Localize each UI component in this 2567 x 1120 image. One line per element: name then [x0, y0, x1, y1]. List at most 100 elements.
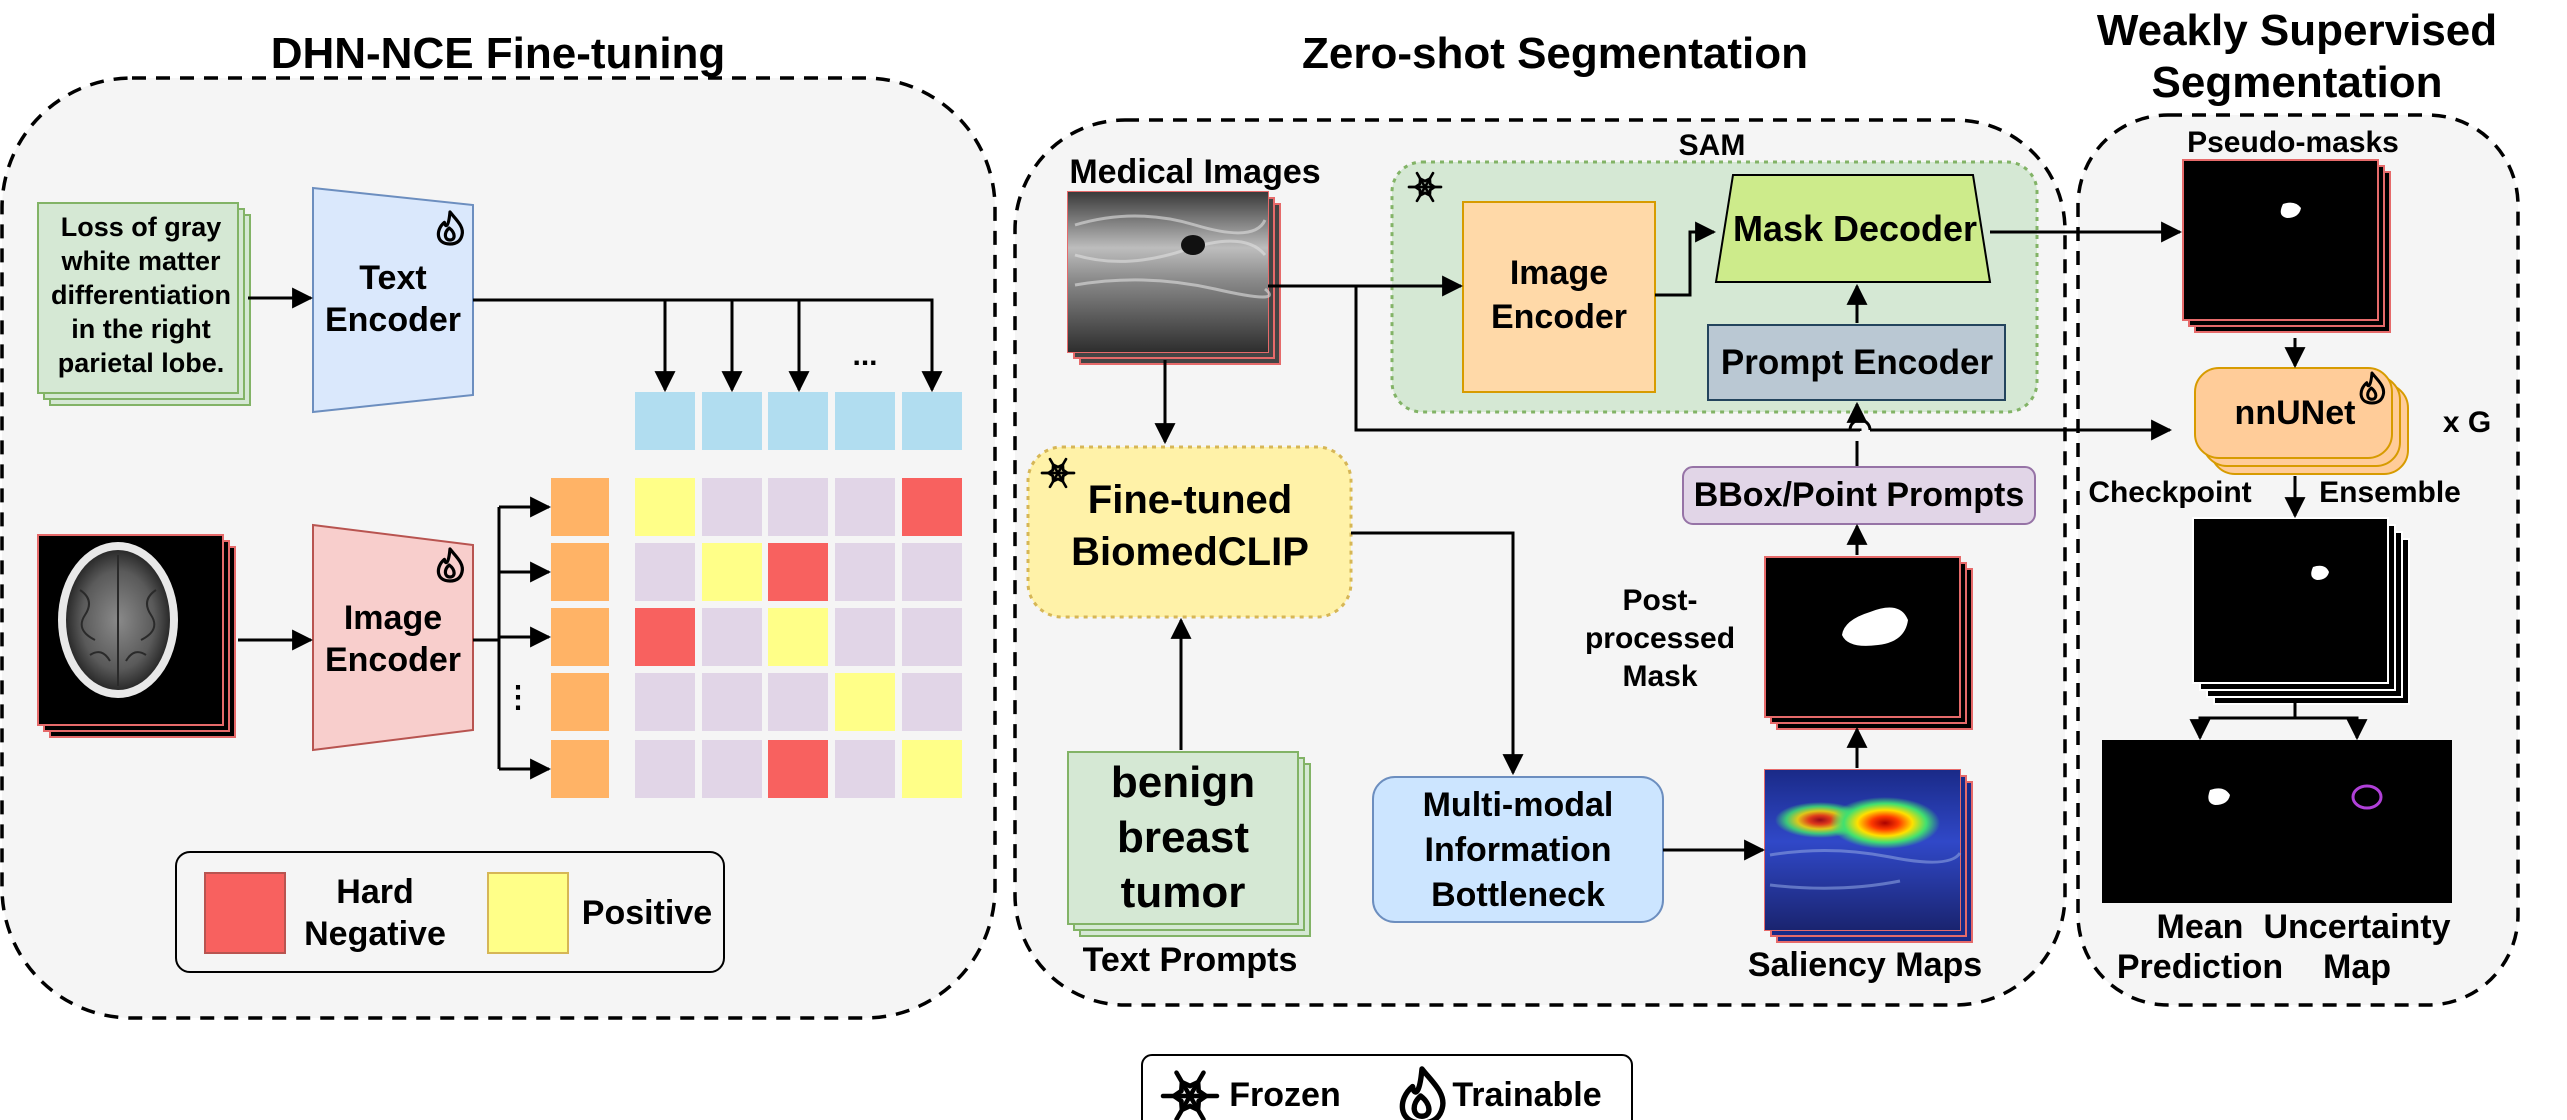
image-encoder-label-line-1: Encoder — [324, 641, 462, 679]
matrix-cell-neutral — [835, 478, 895, 536]
ensemble-label: Ensemble — [2319, 476, 2461, 509]
ct-sulci — [79, 555, 157, 686]
text-feature-3 — [835, 392, 895, 450]
text-feature-0 — [635, 392, 695, 450]
text-encoder-label-line-1: Encoder — [324, 301, 462, 339]
biomedclip-frozen-icon-branch — [1051, 477, 1060, 483]
text-encoder-label-line-0: Text — [359, 259, 427, 297]
mean-prediction-label-line-1: Prediction — [2116, 948, 2284, 986]
matrix-cell-neutral — [702, 740, 762, 798]
uncertainty-map-image — [2257, 740, 2452, 903]
matrix-cell-positive — [768, 608, 828, 666]
matrix-cell-neutral — [635, 740, 695, 798]
bbox-point-prompts-label: BBox/Point Prompts — [1693, 476, 2025, 514]
biomedclip-frozen-icon — [1040, 457, 1076, 489]
mask-decoder-shape — [1714, 174, 1992, 283]
post-processed-label-line-1: processed — [1584, 622, 1736, 655]
text-feature-2 — [768, 392, 828, 450]
pair-legend-box — [175, 851, 725, 973]
sam-image-encoder-label-line-1: Encoder — [1490, 298, 1628, 336]
sam-frozen-icon-branch — [1423, 177, 1432, 183]
prompt-encoder-label: Prompt Encoder — [1720, 343, 1994, 382]
legend-frozen-label: Frozen — [1229, 1076, 1341, 1114]
legend-frozen-icon-branch — [1178, 1079, 1185, 1094]
post-processed-label-line-2: Mask — [1622, 660, 1698, 693]
image-feature-3 — [551, 673, 609, 731]
image-encoder-label-line-0: Image — [343, 599, 443, 637]
image-encoder-to-mask-decoder-arrow — [1655, 221, 1717, 297]
matrix-cell-neutral — [835, 543, 895, 601]
legend-positive-label: Positive — [581, 894, 713, 932]
mean-prediction-region — [2208, 788, 2230, 805]
pseudo-masks-layer — [2182, 159, 2379, 321]
sam-image-encoder — [1462, 201, 1656, 393]
mib-label-line-1: Information — [1424, 831, 1612, 869]
image-encoder-shape — [312, 523, 474, 752]
saliency-texture — [1769, 848, 1962, 890]
uncertainty-map-label-line-1: Map — [2323, 948, 2391, 986]
sam-image-encoder-label-line-0: Image — [1509, 254, 1609, 292]
text-prompt-card-layer — [1067, 751, 1299, 925]
text-feature-ellipsis: ... — [852, 339, 878, 372]
legend-frozen-icon-branch — [1179, 1103, 1193, 1113]
text-prompts-label: Text Prompts — [1082, 941, 1298, 979]
matrix-cell-hard — [768, 740, 828, 798]
caption-note-layer — [37, 202, 239, 394]
biomedclip-label-line-1: BiomedCLIP — [1071, 530, 1309, 574]
biomedclip-box — [1026, 445, 1353, 619]
xg-label: x G — [2442, 406, 2492, 439]
text-feature-1 — [702, 392, 762, 450]
text-prompt-card-text-line-0: benign — [1110, 758, 1256, 807]
legend-hard-negative-label-line-0: Hard — [336, 873, 414, 911]
legend-hard-negative-label-line-1: Negative — [304, 915, 446, 953]
prompt-encoder — [1707, 324, 2006, 401]
text-prompt-card-text-line-1: breast — [1116, 813, 1250, 862]
matrix-cell-neutral — [902, 608, 962, 666]
matrix-cell-hard — [902, 478, 962, 536]
pseudo-masks-label: Pseudo-masks — [2187, 126, 2399, 159]
matrix-cell-positive — [835, 673, 895, 731]
mask-decoder-label: Mask Decoder — [1732, 208, 1978, 249]
ensemble-to-uncertainty-arrow — [2295, 716, 2368, 741]
legend-hard-negative-swatch — [204, 872, 286, 954]
text-feature-4 — [902, 392, 962, 450]
matrix-cell-neutral — [768, 673, 828, 731]
saliency-hotspot-main — [1830, 797, 1940, 849]
image-encoder-trainable-icon — [436, 547, 464, 583]
matrix-cell-positive — [635, 478, 695, 536]
nnunet-label: nnUNet — [2234, 394, 2356, 432]
matrix-cell-positive — [702, 543, 762, 601]
caption-text-line-2: differentiation — [51, 280, 231, 310]
nnunet-trainable-icon — [2359, 371, 2386, 405]
matrix-cell-hard — [768, 543, 828, 601]
matrix-cell-neutral — [635, 673, 695, 731]
sam-label: SAM — [1678, 129, 1746, 162]
title-zeroshot: Zero-shot Segmentation — [1301, 29, 1809, 78]
ensemble-to-mean-arrow — [2189, 700, 2297, 741]
pseudo-masks-region — [2280, 202, 2301, 218]
biomedclip-frozen-icon-branch — [1056, 463, 1065, 469]
matrix-cell-neutral — [835, 608, 895, 666]
ultrasound-lesion — [1181, 235, 1205, 255]
matrix-cell-hard — [635, 608, 695, 666]
text-prompt-card-text-line-2: tumor — [1120, 868, 1246, 917]
legend-positive-swatch — [487, 872, 569, 954]
matrix-cell-neutral — [702, 673, 762, 731]
medical-images-label: Medical Images — [1069, 153, 1321, 191]
matrix-cell-neutral — [902, 543, 962, 601]
caption-text-line-3: in the right — [71, 314, 211, 344]
matrix-cell-neutral — [702, 478, 762, 536]
matrix-cell-neutral — [702, 608, 762, 666]
image-feature-ellipsis: ⋮ — [503, 681, 533, 714]
legend-frozen-icon-branch — [1187, 1079, 1201, 1089]
uncertainty-map-label-line-0: Uncertainty — [2263, 908, 2451, 946]
matrix-cell-neutral — [768, 478, 828, 536]
title-weak-line-2: Segmentation — [2151, 58, 2443, 107]
mib-label-line-2: Bottleneck — [1431, 876, 1605, 914]
image-feature-0 — [551, 478, 609, 536]
image-feature-1 — [551, 543, 609, 601]
matrix-cell-positive — [902, 740, 962, 798]
text-encoder-trainable-icon — [436, 210, 464, 246]
post-processed-label-line-0: Post- — [1622, 584, 1698, 617]
